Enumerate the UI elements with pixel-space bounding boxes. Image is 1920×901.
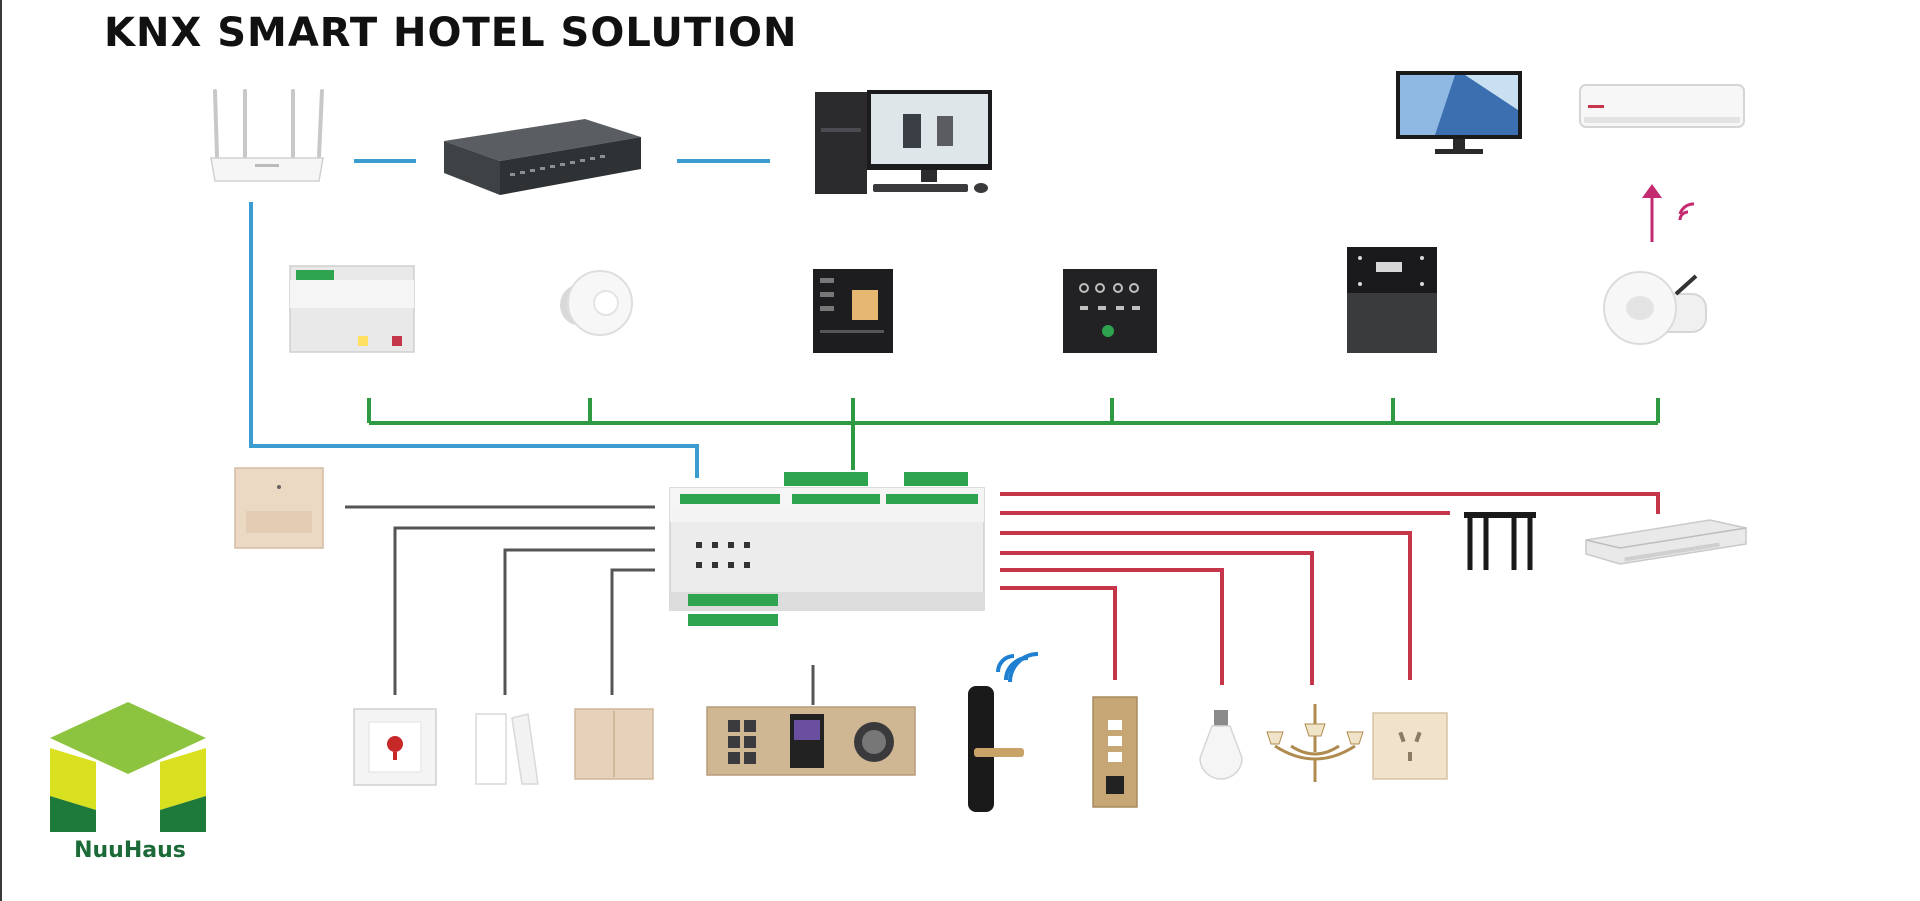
light-bulb-icon: [1199, 710, 1243, 780]
door-sensor-icon: [475, 713, 539, 785]
chandelier-icon: [1266, 704, 1364, 782]
tv-icon: [1396, 71, 1522, 154]
wall-air-conditioner-icon: [1579, 84, 1745, 128]
room-controller-icon: [669, 472, 985, 626]
motion-sensor-icon: [560, 270, 633, 336]
emergency-button-icon: [353, 708, 437, 786]
desktop-pc-icon: [815, 90, 992, 194]
power-socket-icon: [1372, 712, 1448, 780]
ip-lines: [249, 159, 770, 478]
ir-signal-icon: [1642, 184, 1695, 242]
nuuhaus-logo: [50, 702, 206, 832]
page-title: KNX SMART HOTEL SOLUTION: [104, 10, 798, 56]
network-switch-icon: [444, 119, 641, 195]
left-border: [0, 0, 2, 901]
brand-name: NuuHaus: [74, 838, 186, 863]
wall-switch-icon: [574, 708, 654, 780]
touch-panel-icon: [813, 269, 893, 353]
power-supply-icon: [289, 265, 415, 353]
curtain-track-icon: [1464, 512, 1536, 570]
thermostat-icon: [1063, 269, 1157, 353]
knx-bus-lines: [367, 398, 1660, 470]
input-lines: [345, 505, 815, 705]
ceiling-ac-icon: [1585, 519, 1747, 565]
door-panel-icon: [706, 706, 916, 776]
ir-transmitter-icon: [1603, 271, 1707, 345]
load-lines: [1000, 492, 1660, 685]
wifi-router-icon: [210, 89, 324, 182]
temperature-panel-icon: [1347, 247, 1437, 353]
smart-lock-icon: [968, 652, 1039, 812]
doorbell-panel-icon: [1092, 696, 1138, 808]
card-holder-icon: [234, 467, 324, 549]
